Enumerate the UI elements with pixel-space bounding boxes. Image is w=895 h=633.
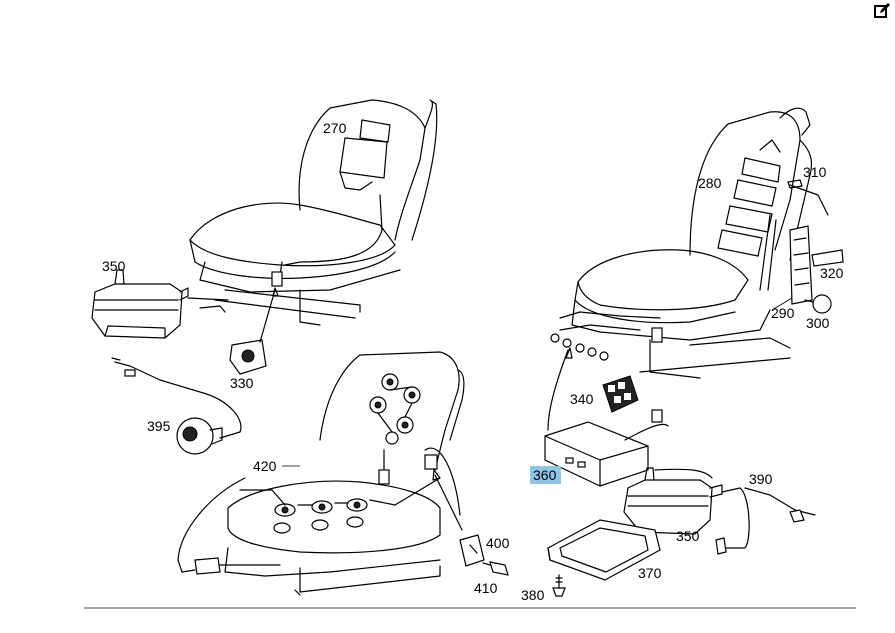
switch-330 [229, 287, 279, 375]
callout-350-right[interactable]: 350 [676, 528, 700, 544]
callout-360[interactable]: 360 [533, 467, 557, 483]
part-400-410 [432, 469, 509, 576]
callout-330[interactable]: 330 [230, 375, 254, 391]
switch-340 [602, 375, 663, 423]
control-module-360 [544, 347, 669, 487]
callout-340[interactable]: 340 [570, 391, 594, 407]
callout-380[interactable]: 380 [521, 587, 545, 603]
callout-280[interactable]: 280 [698, 175, 722, 191]
callout-395[interactable]: 395 [147, 418, 171, 434]
callout-410[interactable]: 410 [474, 580, 498, 596]
pump-350-right [623, 467, 723, 535]
knob-300 [804, 294, 832, 314]
screw-380 [552, 574, 566, 597]
tray-370 [547, 519, 661, 581]
seat-right [550, 107, 829, 379]
callout-310[interactable]: 310 [803, 164, 827, 180]
cable-395 [111, 357, 242, 455]
valve-290 [789, 225, 813, 305]
hose-390 [715, 487, 816, 555]
leader-290 [771, 297, 793, 311]
callout-270[interactable]: 270 [323, 120, 347, 136]
pump-350-left [91, 269, 189, 339]
callout-350-left[interactable]: 350 [102, 258, 126, 274]
callout-320[interactable]: 320 [820, 265, 844, 281]
callout-360-highlight [530, 466, 561, 484]
callout-390[interactable]: 390 [749, 471, 773, 487]
edit-button[interactable] [873, 2, 891, 20]
callout-400[interactable]: 400 [486, 535, 510, 551]
callout-290[interactable]: 290 [771, 305, 795, 321]
callout-300[interactable]: 300 [806, 315, 830, 331]
callout-370[interactable]: 370 [638, 565, 662, 581]
clip-310 [787, 179, 803, 189]
seat-front-left [187, 99, 438, 326]
seat-lower-center [177, 351, 465, 596]
label-320 [811, 249, 844, 267]
callout-420[interactable]: 420 [253, 458, 277, 474]
edit-square-icon [874, 3, 890, 18]
